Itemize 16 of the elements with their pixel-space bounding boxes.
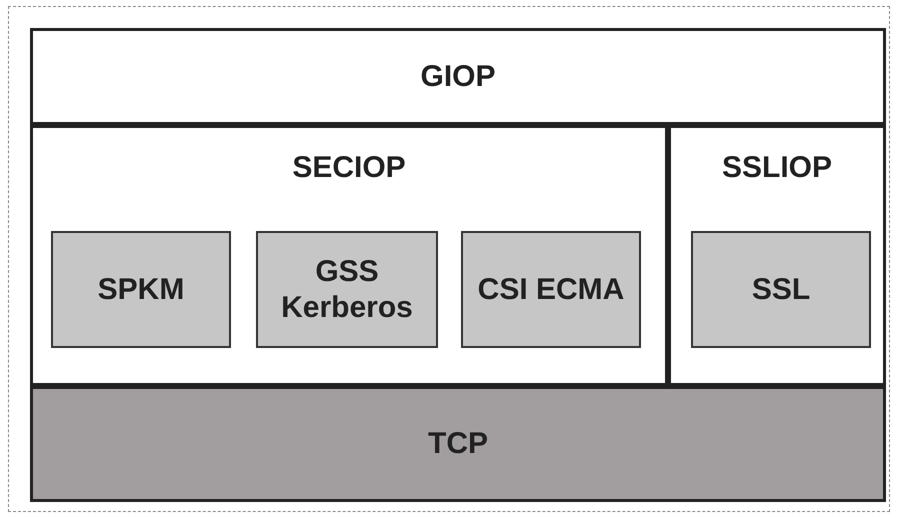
layer-label: SPKM [96, 272, 186, 308]
mechanism-box [691, 231, 871, 348]
layer-label: SSLIOP [720, 150, 834, 186]
protocol-region [668, 125, 886, 386]
protocol-layer-band [30, 28, 886, 125]
layer-label: TCP [427, 426, 489, 462]
layer-label: CSI ECMA [476, 272, 626, 308]
layer-label: GIOP [419, 58, 496, 94]
mechanism-box [256, 231, 438, 348]
protocol-region [30, 125, 668, 386]
layer-label: SECIOP [291, 150, 407, 186]
mechanism-box [461, 231, 641, 348]
transport-layer-band [30, 386, 886, 502]
layer-label: SSL [750, 272, 812, 308]
mechanism-box [51, 231, 231, 348]
layer-label: GSS Kerberos [280, 254, 414, 326]
